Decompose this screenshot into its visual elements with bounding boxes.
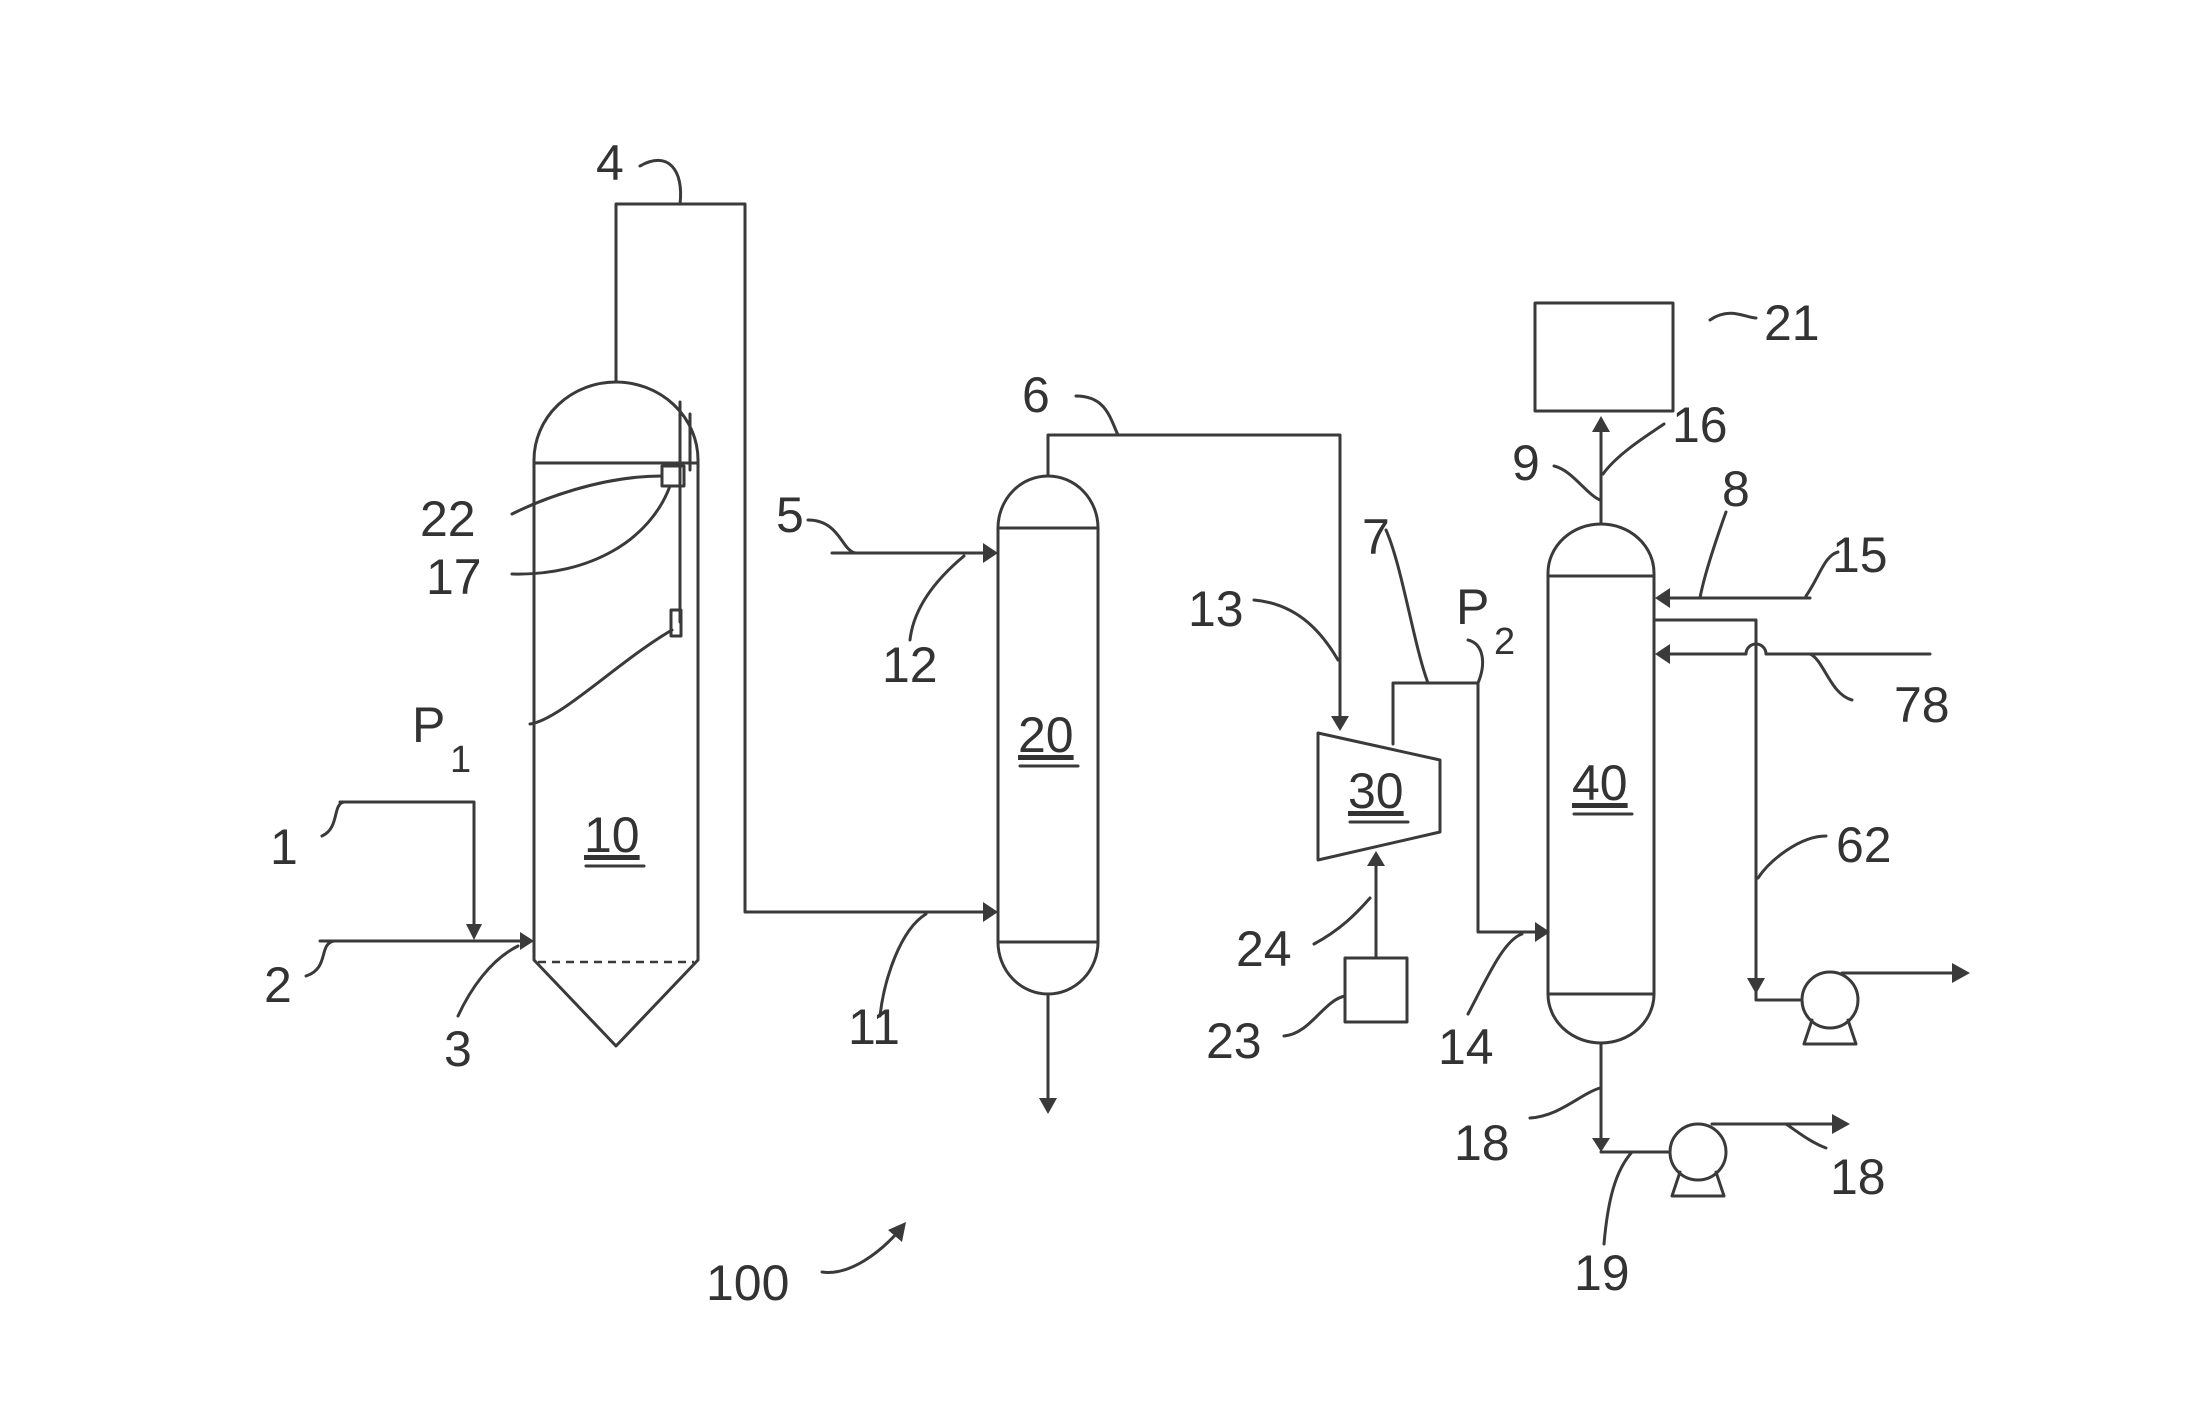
pump-19-discharge-arrow-head: [1832, 1114, 1850, 1134]
shaft-24-arrow-head: [1367, 851, 1385, 866]
unit-label-10: 10: [584, 807, 640, 863]
label-13: 13: [1188, 581, 1244, 637]
stream-62-line: [1656, 620, 1800, 1000]
leader-18b: [1786, 1124, 1826, 1148]
unit-labels: 10 20 30 40: [584, 707, 1632, 866]
stream-6-line: [1048, 435, 1340, 722]
pump-62-discharge-arrow-head: [1952, 963, 1970, 983]
leader-100: [822, 1232, 898, 1272]
leader-1: [322, 802, 344, 836]
leader-7: [1386, 530, 1428, 683]
pump-62: [1802, 963, 1970, 1044]
label-100: 100: [706, 1255, 789, 1311]
stream-1-line: [340, 802, 474, 930]
label-6: 6: [1022, 367, 1050, 423]
label-4: 4: [596, 135, 624, 191]
leader-13: [1254, 600, 1338, 660]
leader-6: [1076, 396, 1118, 435]
label-p2-subscript: 2: [1494, 621, 1515, 663]
leader-24: [1314, 898, 1370, 944]
stream-13-arrow-head: [1331, 716, 1349, 731]
label-21: 21: [1764, 295, 1820, 351]
leader-12: [910, 556, 964, 640]
vessel-10-shell: [534, 382, 698, 1046]
leader-18a: [1530, 1088, 1600, 1118]
label-19: 19: [1574, 1245, 1630, 1301]
stream-78-arrow-head: [1655, 644, 1670, 664]
label-8: 8: [1722, 461, 1750, 517]
label-22: 22: [420, 491, 476, 547]
label-12: 12: [882, 637, 938, 693]
leader-23: [1284, 996, 1345, 1036]
pump-19-base: [1672, 1172, 1724, 1196]
leader-2: [306, 941, 334, 976]
label-9: 9: [1512, 435, 1540, 491]
reference-labels: 1 2 3 4 5 6 7 8 9 11 12 13 14 15 16 17 1…: [264, 135, 1950, 1311]
leader-p2: [1468, 640, 1483, 683]
unit-21-box: [1535, 303, 1673, 411]
label-p1: P: [412, 697, 445, 753]
leader-8: [1700, 512, 1726, 598]
label-18-discharge: 18: [1830, 1149, 1886, 1205]
label-17: 17: [426, 549, 482, 605]
label-5: 5: [776, 487, 804, 543]
stream-16-arrow-head: [1592, 416, 1610, 432]
leader-62: [1758, 836, 1826, 878]
leader-4: [640, 160, 681, 204]
stream-4-line: [616, 204, 988, 912]
leader-p1: [530, 630, 672, 724]
vessel-20-bottom-arrow-head: [1039, 1098, 1057, 1114]
stream-7-line: [1393, 683, 1540, 932]
label-7: 7: [1362, 509, 1390, 565]
label-24: 24: [1236, 921, 1292, 977]
leader-19: [1604, 1152, 1632, 1244]
leader-21: [1710, 313, 1756, 320]
vessel-10: [534, 382, 698, 1046]
unit-label-20: 20: [1018, 707, 1074, 763]
label-18-bottoms: 18: [1454, 1115, 1510, 1171]
stream-1-arrow-head: [466, 924, 482, 940]
label-78: 78: [1894, 677, 1950, 733]
driver-23-box: [1345, 958, 1407, 1022]
leader-78: [1810, 654, 1852, 700]
label-p1-subscript: 1: [450, 739, 471, 781]
stream-8-arrow-head: [1655, 588, 1670, 608]
stream-18-arrow-head: [1592, 1138, 1610, 1152]
pump-62-casing: [1802, 972, 1858, 1028]
sensor-p1: [671, 610, 681, 636]
stream-78-line: [1665, 644, 1930, 654]
pump-62-base: [1804, 1020, 1856, 1044]
unit-label-30: 30: [1348, 763, 1404, 819]
leader-5: [808, 520, 856, 553]
pump-19-casing: [1670, 1124, 1726, 1180]
stream-62-arrow-head: [1747, 978, 1765, 994]
leader-14: [1468, 934, 1522, 1014]
label-p2: P: [1456, 579, 1489, 635]
label-16: 16: [1672, 397, 1728, 453]
label-23: 23: [1206, 1013, 1262, 1069]
leader-lines: [306, 160, 1852, 1272]
stream-11-arrow-head: [983, 902, 998, 922]
label-14: 14: [1438, 1019, 1494, 1075]
label-2: 2: [264, 957, 292, 1013]
label-11: 11: [848, 999, 900, 1055]
label-62: 62: [1836, 817, 1892, 873]
pump-19: [1670, 1114, 1850, 1196]
stream-12-arrow-head: [983, 543, 998, 563]
leader-16: [1603, 424, 1664, 474]
unit-label-40: 40: [1572, 755, 1628, 811]
label-15: 15: [1832, 527, 1888, 583]
stream-3-arrow-head: [520, 932, 534, 950]
label-3: 3: [444, 1021, 472, 1077]
vessel-20: [998, 476, 1098, 1114]
leader-17: [512, 486, 670, 574]
label-1: 1: [270, 819, 298, 875]
leader-3: [458, 946, 518, 1016]
leader-9: [1554, 466, 1600, 500]
